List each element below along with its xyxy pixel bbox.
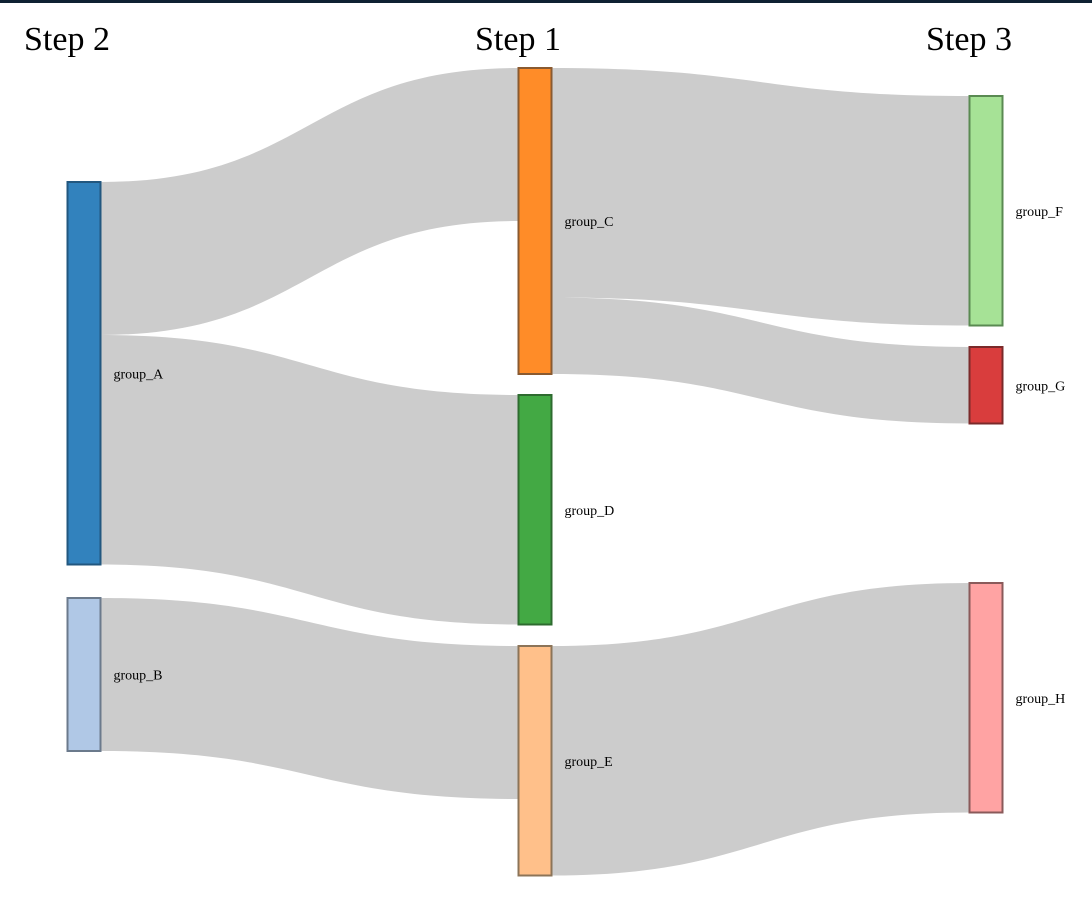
node-group_D — [517, 394, 553, 626]
node-group_A — [66, 181, 102, 566]
node-label-group_B: group_B — [114, 669, 163, 684]
link-group_C-to-group_F — [551, 68, 970, 326]
link-group_C-to-group_G — [551, 297, 970, 424]
node-label-group_C: group_C — [565, 215, 614, 230]
link-group_A-to-group_D — [100, 335, 519, 625]
column-titles: Step 2 Step 1 Step 3 — [24, 21, 1012, 58]
node-label-group_D: group_D — [565, 504, 615, 519]
node-group_H — [968, 582, 1004, 814]
column-title-middle: Step 1 — [475, 21, 561, 58]
node-group_E — [517, 645, 553, 877]
node-label-group_E: group_E — [565, 755, 613, 770]
column-title-right: Step 3 — [926, 21, 1012, 58]
node-group_F — [968, 95, 1004, 327]
labels-layer: group_A group_B group_C group_D group_E group… — [114, 205, 1066, 770]
link-group_E-to-group_H — [551, 583, 970, 876]
top-border — [0, 0, 1092, 3]
link-group_A-to-group_C — [100, 68, 519, 335]
node-label-group_G: group_G — [1016, 379, 1066, 394]
links-layer — [100, 68, 970, 876]
node-label-group_H: group_H — [1016, 692, 1066, 707]
nodes-layer — [66, 67, 1004, 877]
node-group_G — [968, 346, 1004, 425]
node-group_C — [517, 67, 553, 375]
node-label-group_A: group_A — [114, 367, 165, 382]
node-label-group_F: group_F — [1016, 205, 1064, 220]
node-group_B — [66, 597, 102, 752]
column-title-left: Step 2 — [24, 21, 110, 58]
link-group_B-to-group_E — [100, 598, 519, 799]
